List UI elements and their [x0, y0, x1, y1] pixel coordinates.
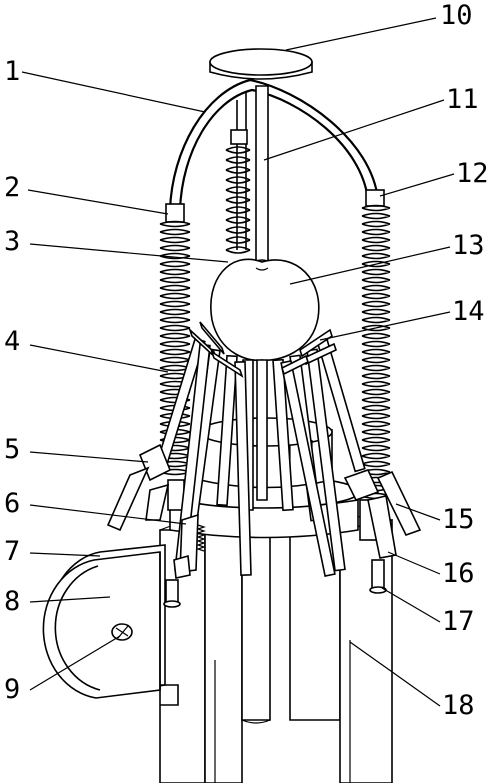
label-4: 4 [4, 326, 20, 357]
left-pin [163, 579, 181, 608]
label-16: 16 [442, 558, 475, 589]
label-17: 17 [442, 606, 475, 637]
central-spring [225, 129, 251, 254]
label-12: 12 [456, 158, 488, 189]
label-8: 8 [4, 586, 20, 617]
right-clamp [343, 469, 422, 559]
label-7: 7 [4, 536, 20, 567]
left-clamp [106, 443, 172, 532]
label-3: 3 [4, 226, 20, 257]
label-15: 15 [442, 504, 475, 535]
label-18: 18 [442, 690, 475, 721]
label-1: 1 [4, 56, 20, 87]
push-rod [253, 85, 271, 269]
label-9: 9 [4, 674, 20, 705]
top-plate [209, 48, 313, 80]
label-11: 11 [446, 84, 479, 115]
leader-lines [21, 17, 455, 707]
label-10: 10 [440, 0, 473, 31]
label-5: 5 [4, 434, 20, 465]
label-6: 6 [4, 488, 20, 519]
belt-housing [42, 544, 179, 706]
right-pin [369, 559, 387, 594]
rack-gear [173, 513, 206, 579]
label-2: 2 [4, 172, 20, 203]
label-14: 14 [452, 296, 485, 327]
knife-arms [154, 321, 366, 577]
fruit [210, 258, 320, 362]
arched-frame [168, 78, 380, 250]
base-column [159, 511, 393, 783]
label-13: 13 [452, 230, 485, 261]
